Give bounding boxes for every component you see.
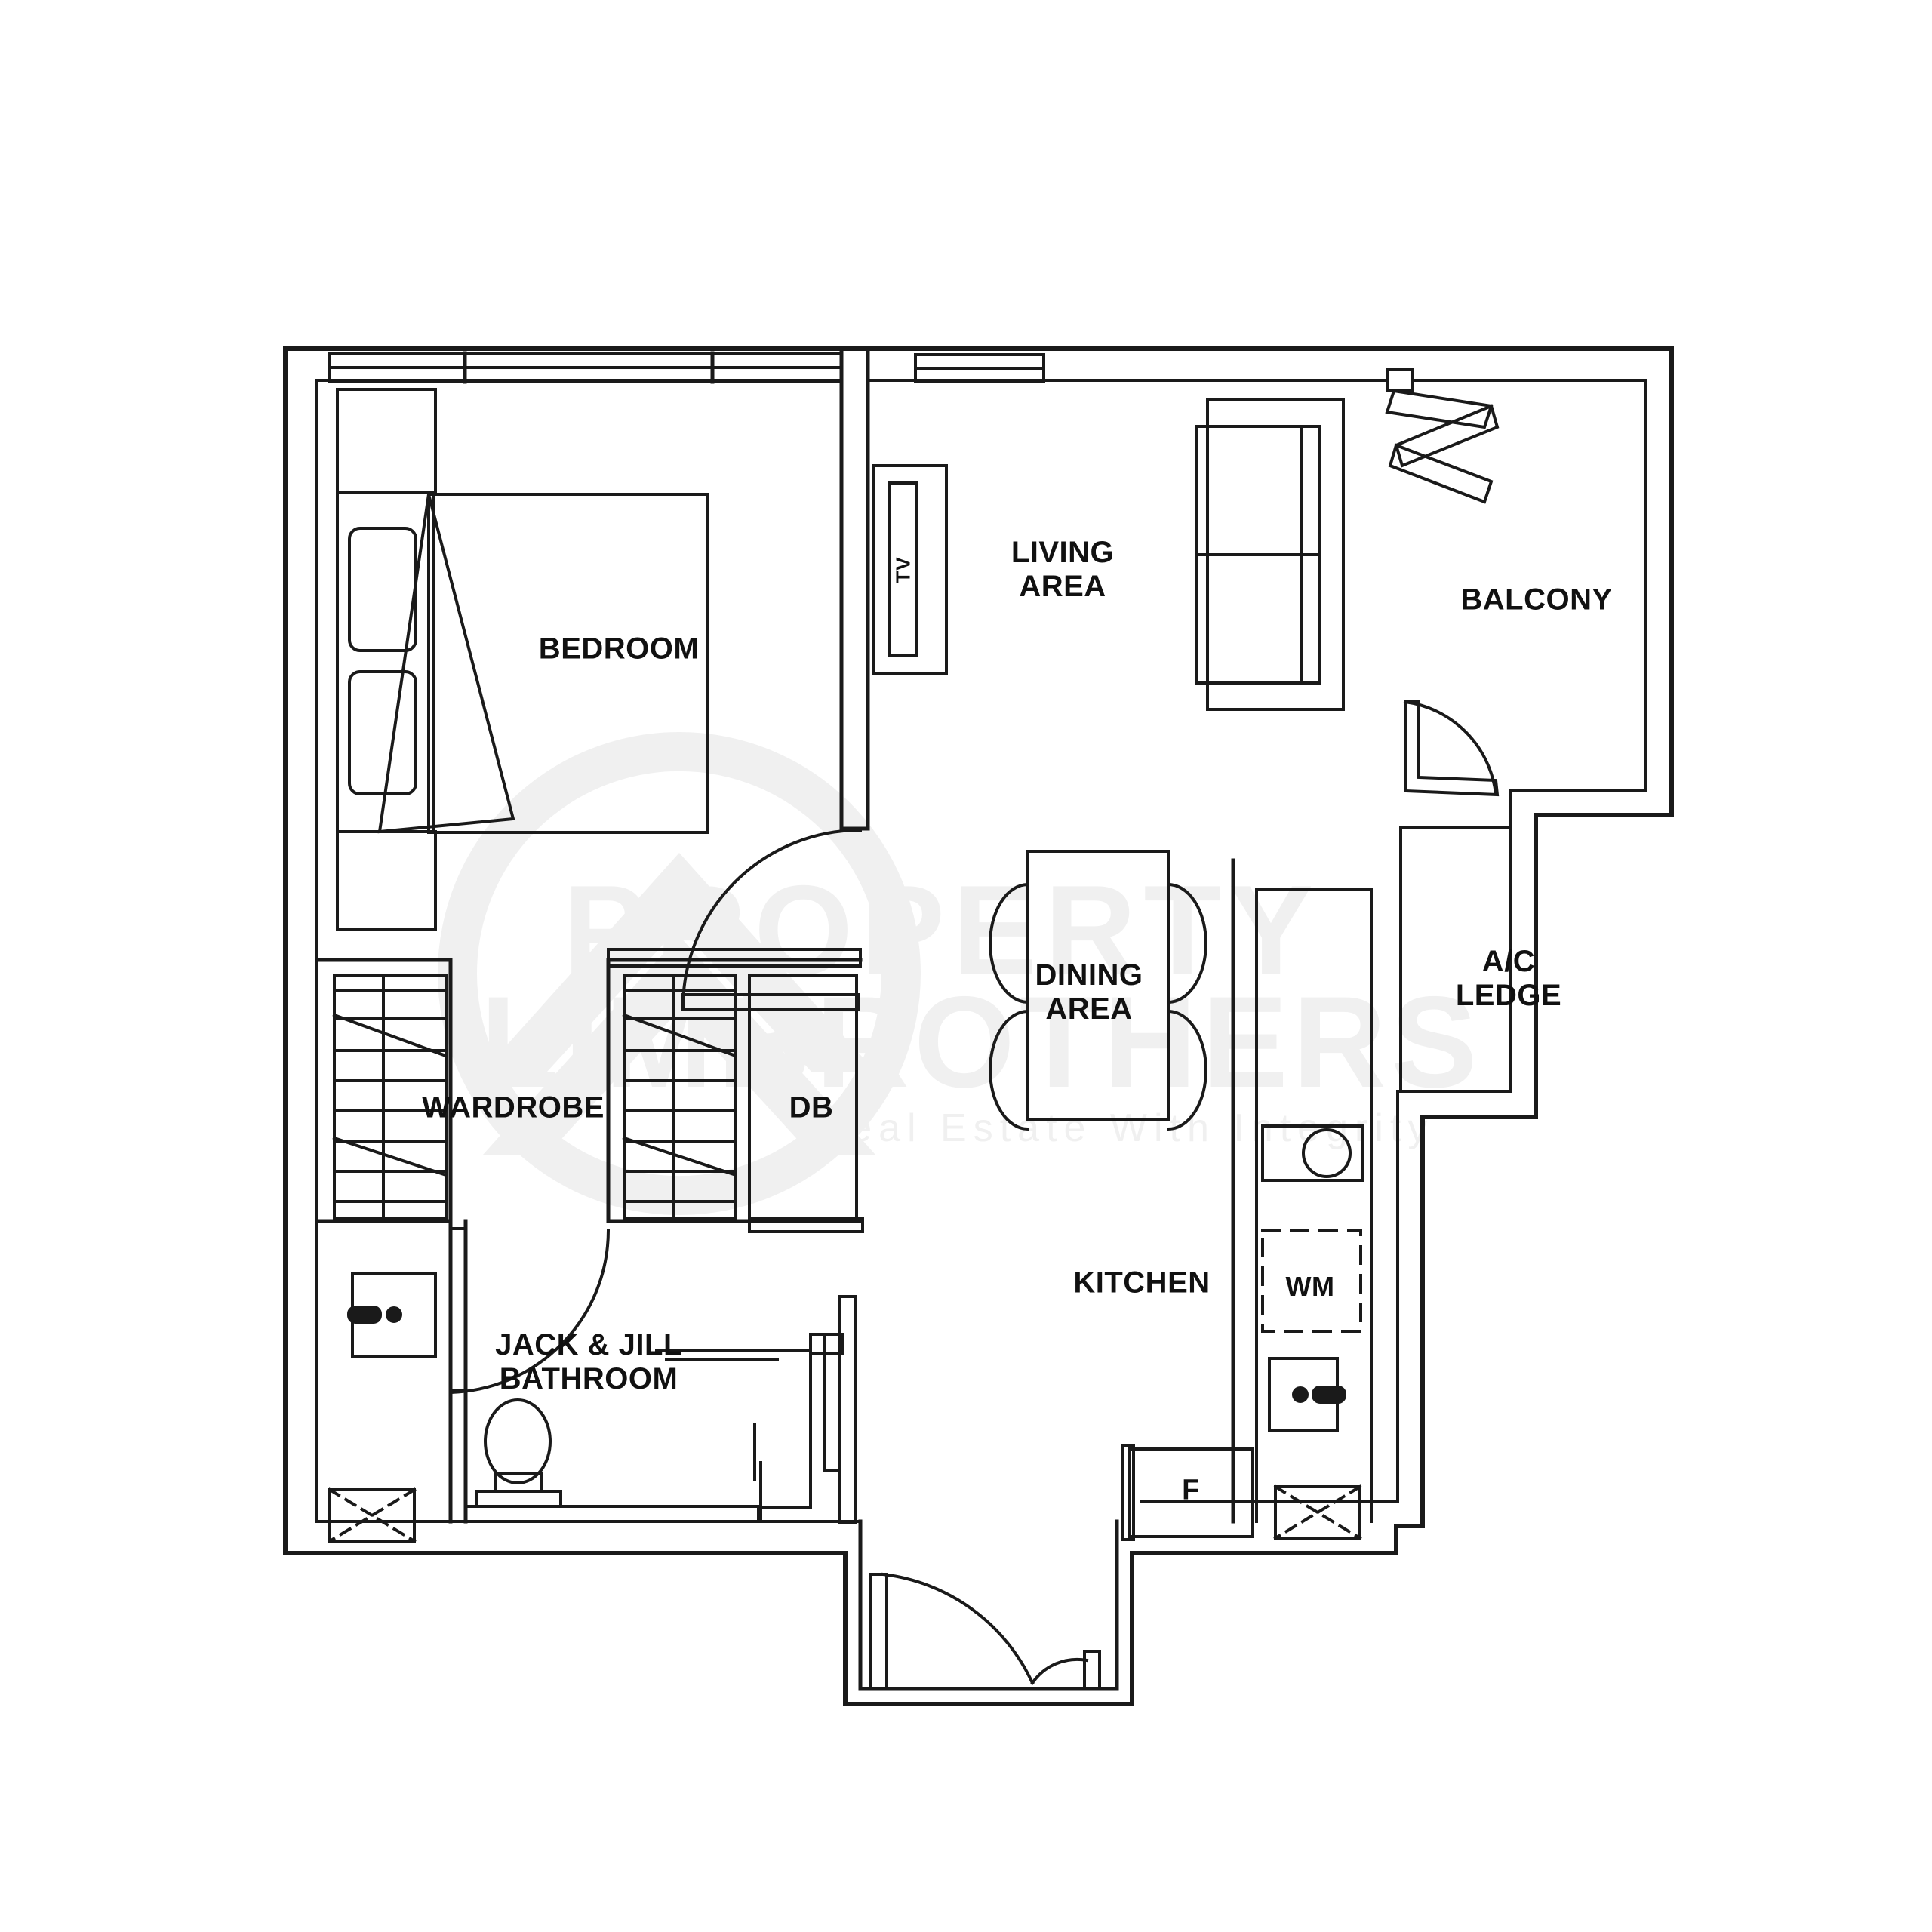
bedroom-window (328, 351, 843, 384)
dining-chairs (989, 882, 1208, 1131)
pillow-lower (348, 670, 417, 795)
balcony-bifold-door[interactable] (1385, 368, 1500, 504)
dining-table (1026, 850, 1170, 1121)
exterior-wall-outline (283, 346, 1674, 1706)
watermark-logo-icon (438, 732, 921, 1215)
bathroom-counter (464, 1423, 762, 1523)
wash-basin (655, 1333, 844, 1509)
kitchen-cabinet-run (1255, 888, 1373, 1523)
corridor-head-wall (607, 948, 862, 968)
pillow-upper (348, 527, 417, 652)
bedside-table-top (336, 388, 437, 494)
bedroom-partition-wall (839, 346, 870, 831)
balcony-swing-door[interactable] (1403, 700, 1500, 797)
kitchen-sink (1261, 1124, 1364, 1182)
wardrobe-right (622, 974, 737, 1220)
bathroom-walls (448, 1219, 468, 1524)
wardrobe-enclosure-walls (315, 958, 863, 1223)
wardrobe-left (332, 974, 448, 1220)
watermark-tagline: Real Estate With Integrity (815, 1106, 1435, 1150)
sofa (1195, 398, 1345, 711)
fridge (1121, 1444, 1254, 1541)
shower-tray-bathroom (328, 1487, 417, 1543)
washing-machine-outline (1261, 1229, 1362, 1333)
watermark-brand-line1: PROPERTY (563, 859, 1321, 1001)
watermark-brand-line2: LIMBROTHERS (480, 970, 1481, 1115)
water-heater-bathroom (347, 1272, 437, 1358)
bathroom-door[interactable] (449, 1227, 611, 1395)
toilet (475, 1398, 562, 1508)
ac-ledge-enclosure (1399, 826, 1512, 1093)
tv-screen (888, 481, 918, 657)
bedside-table-bottom (336, 830, 437, 931)
entrance-door[interactable] (869, 1572, 1101, 1690)
shower-tray-yard (1273, 1484, 1362, 1540)
queen-bed (377, 493, 709, 834)
living-area-window (914, 353, 1045, 383)
entrance-walls (858, 1519, 1119, 1691)
bathroom-partition-screen (823, 1295, 857, 1524)
tv-console (872, 464, 948, 675)
watermark-group: PROPERTY LIMBROTHERS Real Estate With In… (438, 732, 1481, 1215)
water-heater-kitchen (1268, 1357, 1346, 1432)
db-cabinet (748, 974, 864, 1233)
